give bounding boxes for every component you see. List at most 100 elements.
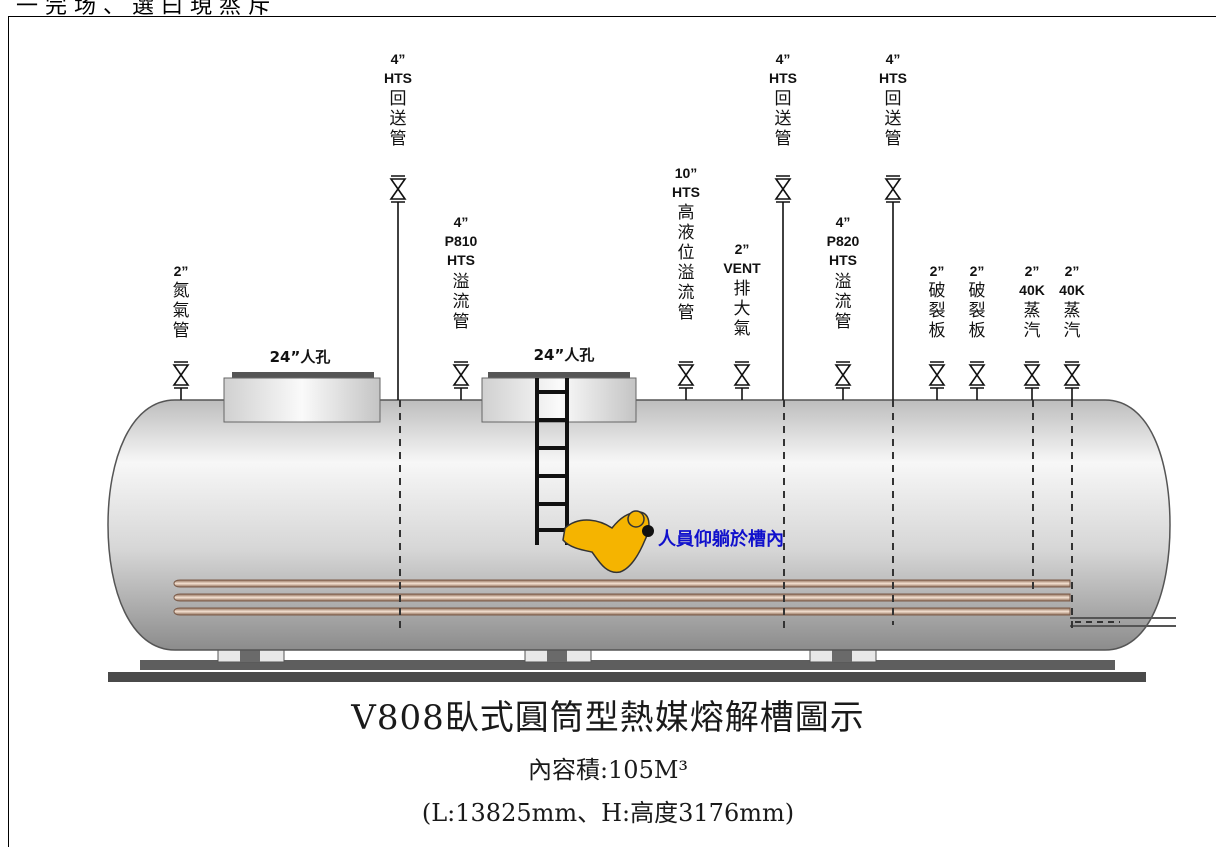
nozzle-6-label-line: 4”	[776, 51, 791, 67]
nozzle-2: 4” HTS 回送管	[384, 51, 412, 400]
nozzle-9-label-line: 裂	[929, 301, 946, 321]
nozzle-11-label-line: 40K	[1019, 282, 1045, 298]
valve-icon	[733, 361, 751, 389]
nozzle-8-label-line: 回	[885, 89, 902, 109]
nozzle-5-label-line: 排	[734, 279, 751, 299]
tank-diagram: 24”人孔 24”人孔 人員仰躺於槽內	[107, 51, 1176, 682]
nozzle-3-label-line: 流	[453, 292, 470, 312]
valve-icon	[884, 175, 902, 203]
nozzle-2-label-line: 4”	[391, 51, 406, 67]
nozzle-4-label-line: 位	[678, 243, 695, 263]
header-fragment: 一 完 场 、 選 曰 現 烝 斥	[16, 0, 270, 19]
nozzle-5-label-line: 2”	[735, 241, 750, 257]
nozzle-10-label-line: 板	[969, 321, 986, 341]
nozzle-layer: 2”氮氣管4”HTS回送管4”P810HTS溢流管10”HTS高液位溢流管2”V…	[172, 51, 1085, 400]
nozzle-2-label-line: HTS	[384, 70, 412, 86]
nozzle-6-label-line: 送	[775, 109, 792, 129]
nozzle-6-label-line: 回	[775, 89, 792, 109]
diagram-frame	[8, 16, 1216, 847]
steam-outlet-lines	[1070, 617, 1176, 627]
valve-icon	[389, 175, 407, 203]
nozzle-8: 4” HTS 回送管	[879, 51, 907, 400]
nozzle-9-label-line: 破	[929, 281, 946, 301]
diagram-title: V808臥式圓筒型熱媒熔解槽圖示	[351, 698, 865, 738]
valve-icon	[172, 361, 190, 389]
nozzle-11-label-line: 2”	[1025, 263, 1040, 279]
nozzle-5-label-line: 大	[734, 299, 751, 319]
nozzle-11-label-line: 汽	[1024, 321, 1041, 341]
nozzle-5-label-line: VENT	[723, 260, 761, 276]
nozzle-6: 4” HTS 回送管	[769, 51, 797, 400]
nozzle-3-label-line: HTS	[447, 252, 475, 268]
nozzle-4-label-line: 高	[678, 203, 695, 223]
nozzle-4-label-line: HTS	[672, 184, 700, 200]
manhole-left-label: 24”人孔	[270, 348, 331, 366]
nozzle-4-label-line: 10”	[675, 165, 698, 181]
nozzle-5-label-line: 氣	[734, 319, 751, 339]
valve-icon	[677, 361, 695, 389]
nozzle-6-label-line: HTS	[769, 70, 797, 86]
manhole-center: 24”人孔	[481, 346, 637, 423]
nozzle-4-label-line: 液	[678, 223, 695, 243]
heating-coils	[173, 579, 1071, 616]
base-rail-bottom	[108, 672, 1146, 682]
nozzle-8-label-line: 送	[885, 109, 902, 129]
base-rail-top	[140, 660, 1115, 670]
nozzle-6-label-line: 管	[775, 129, 792, 149]
valve-icon	[928, 361, 946, 389]
valve-icon	[834, 361, 852, 389]
nozzle-10-label-line: 破	[969, 281, 986, 301]
nozzle-12-label-line: 蒸	[1064, 301, 1081, 321]
person-lying-icon	[562, 510, 654, 574]
nozzle-2-label-line: 送	[390, 109, 407, 129]
valve-icon	[774, 175, 792, 203]
nozzle-1: 2” 氮氣管	[172, 263, 190, 400]
valve-icon	[1023, 361, 1041, 389]
manhole-left: 24”人孔	[223, 348, 381, 423]
nozzle-10-label-line: 2”	[970, 263, 985, 279]
nozzle-9-label-line: 2”	[930, 263, 945, 279]
nozzle-12-label-line: 汽	[1064, 321, 1081, 341]
nozzle-2-label-line: 回	[390, 89, 407, 109]
nozzle-9-label-line: 板	[929, 321, 946, 341]
nozzle-12-label-line: 2”	[1065, 263, 1080, 279]
ladder	[535, 378, 569, 545]
nozzle-2-label-line: 管	[390, 129, 407, 149]
nozzle-1-label-line: 氣	[173, 301, 190, 321]
nozzle-7-label-line: 管	[835, 312, 852, 332]
person-label: 人員仰躺於槽內	[658, 528, 784, 550]
internal-dip-pipes	[399, 400, 1073, 632]
valve-icon	[968, 361, 986, 389]
nozzle-7-label-line: P820	[827, 233, 860, 249]
nozzle-7-label-line: 4”	[836, 214, 851, 230]
nozzle-7-label-line: 溢	[835, 272, 852, 292]
nozzle-4-label-line: 管	[678, 303, 695, 323]
nozzle-1-label-line: 2”	[174, 263, 189, 279]
nozzle-5: 2” VENT 排大氣	[723, 241, 761, 400]
nozzle-12: 2” 40K 蒸汽	[1059, 263, 1085, 400]
nozzle-12-label-line: 40K	[1059, 282, 1085, 298]
nozzle-3-label-line: 管	[453, 312, 470, 332]
nozzle-3-label-line: 4”	[454, 214, 469, 230]
nozzle-4-label-line: 溢	[678, 263, 695, 283]
nozzle-4-label-line: 流	[678, 283, 695, 303]
nozzle-10-label-line: 裂	[969, 301, 986, 321]
nozzle-1-label-line: 管	[173, 321, 190, 341]
nozzle-1-label-line: 氮	[173, 281, 190, 301]
nozzle-7-label-line: HTS	[829, 252, 857, 268]
nozzle-11-label-line: 蒸	[1024, 301, 1041, 321]
nozzle-3-label-line: 溢	[453, 272, 470, 292]
nozzle-3-label-line: P810	[445, 233, 478, 249]
nozzle-9: 2” 破裂板	[928, 263, 946, 400]
nozzle-7-label-line: 流	[835, 292, 852, 312]
nozzle-11: 2” 40K 蒸汽	[1019, 263, 1045, 400]
valve-icon	[1063, 361, 1081, 389]
nozzle-8-label-line: 4”	[886, 51, 901, 67]
manhole-center-label: 24”人孔	[534, 346, 595, 364]
capacity-label: 內容積:105M³	[527, 756, 689, 784]
nozzle-8-label-line: HTS	[879, 70, 907, 86]
nozzle-8-label-line: 管	[885, 129, 902, 149]
